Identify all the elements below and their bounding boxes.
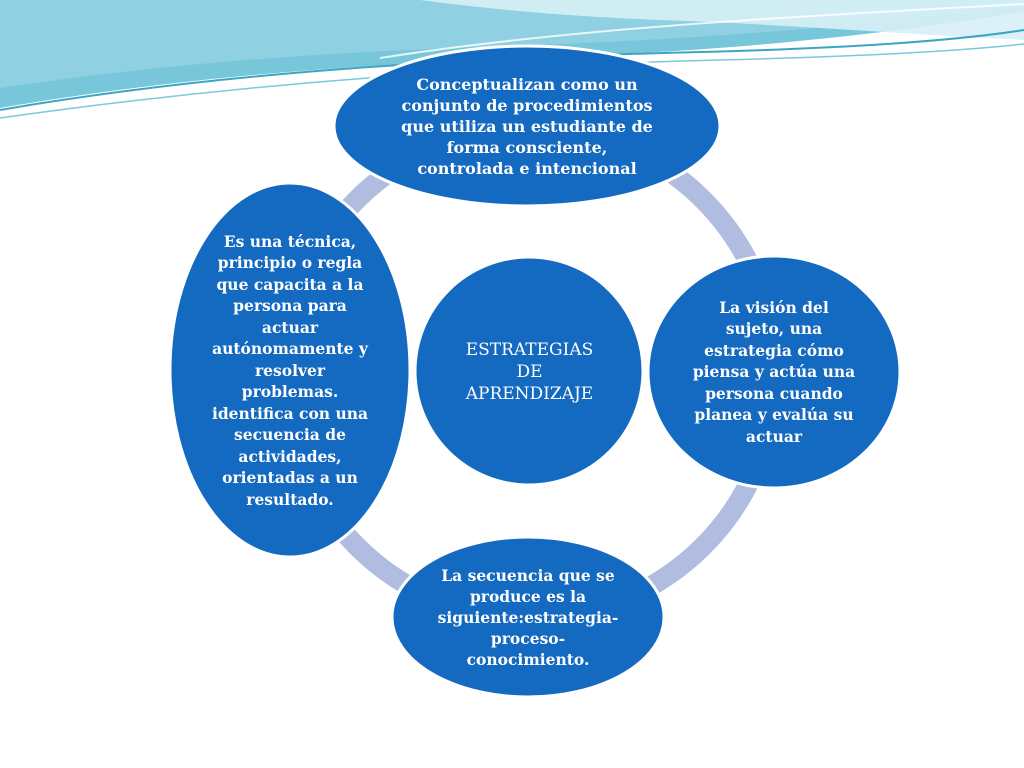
- wave-line-1: [0, 29, 1024, 111]
- wave-line-3: [379, 3, 1024, 59]
- center-title: ESTRATEGIAS DE APRENDIZAJE: [465, 339, 594, 404]
- node-bottom: La secuencia que se produce es la siguie…: [392, 537, 664, 697]
- node-bottom-text: La secuencia que se produce es la siguie…: [437, 565, 619, 669]
- node-top-text: Conceptualizan como un conjunto de proce…: [401, 75, 653, 178]
- node-left-text: Es una técnica, principio o regla que ca…: [211, 231, 369, 509]
- node-right-shape: [646, 254, 902, 490]
- node-top-shape: [332, 44, 722, 208]
- wave-band-pale: [420, 0, 1024, 40]
- node-center: ESTRATEGIAS DE APRENDIZAJE: [415, 257, 644, 486]
- node-right: La visión del sujeto, una estrategia cóm…: [648, 256, 900, 488]
- node-left-shape: [168, 181, 412, 559]
- node-right-text: La visión del sujeto, una estrategia cóm…: [692, 297, 856, 446]
- node-bottom-shape: [390, 535, 666, 699]
- node-top: Conceptualizan como un conjunto de proce…: [334, 47, 720, 206]
- node-left: Es una técnica, principio o regla que ca…: [170, 183, 410, 558]
- node-center-shape: [413, 255, 645, 487]
